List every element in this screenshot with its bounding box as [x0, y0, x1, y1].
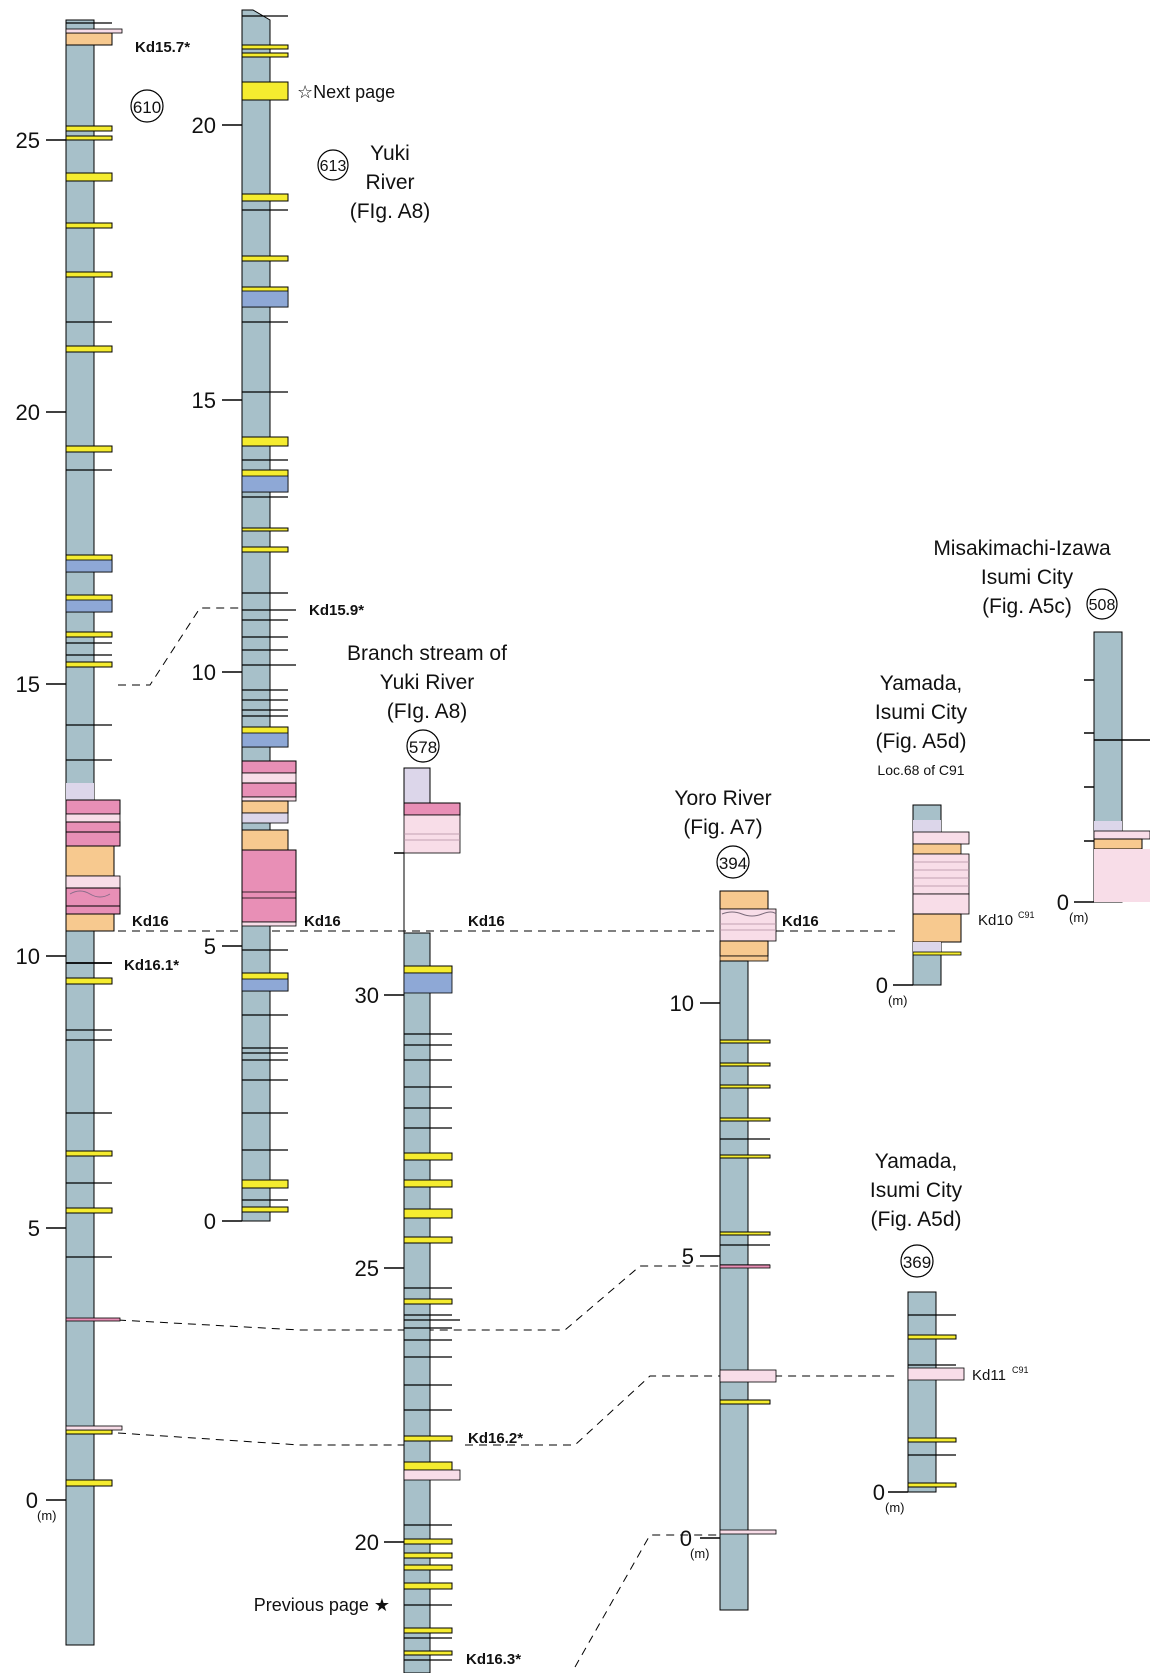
col508-tick-0: 0 [1057, 890, 1069, 915]
col610-number: 610 [133, 98, 161, 117]
col508-unit: (m) [1069, 910, 1089, 925]
column-508: 0 (m) Misakimachi-Izawa Isumi City (Fig.… [933, 537, 1150, 925]
col-loc68-title-2: Isumi City [875, 701, 968, 724]
label-kd10-superscript: C91 [1018, 910, 1035, 920]
col394-title-2: (Fig. A7) [683, 816, 762, 839]
col-loc68-title-3: (Fig. A5d) [875, 730, 966, 753]
label-kd16-3: Kd16.3* [466, 1651, 521, 1668]
col369-title-3: (Fig. A5d) [870, 1208, 961, 1231]
col610-tick-25: 25 [16, 128, 40, 153]
col610-tick-5: 5 [28, 1216, 40, 1241]
col508-title-3: (Fig. A5c) [982, 595, 1072, 618]
label-kd11-superscript: C91 [1012, 1365, 1029, 1375]
col369-number-circle [900, 1244, 934, 1278]
col613-tick-10: 10 [192, 660, 216, 685]
col-loc68-title-1: Yamada, [880, 672, 963, 695]
col578-tick-20: 20 [355, 1530, 379, 1555]
column-394-body [719, 960, 749, 1611]
col394-unit: (m) [690, 1546, 710, 1561]
label-kd10: Kd10 [978, 912, 1013, 929]
col613-tick-5: 5 [204, 934, 216, 959]
label-kd11: Kd11 [972, 1367, 1006, 1384]
col369-unit: (m) [885, 1500, 905, 1515]
col610-tick-20: 20 [16, 400, 40, 425]
label-kd16-col394: Kd16 [782, 913, 819, 930]
col578-title-1: Branch stream of [347, 642, 507, 665]
label-kd16-2: Kd16.2* [468, 1430, 523, 1447]
col613-number: 613 [320, 158, 347, 175]
correlation-lower-2 [117, 1375, 900, 1446]
col610-tick-10: 10 [16, 944, 40, 969]
label-kd16-col610: Kd16 [132, 913, 169, 930]
col369-title-2: Isumi City [870, 1179, 963, 1202]
label-kd15-9: Kd15.9* [309, 602, 364, 619]
col613-title-2: River [365, 171, 414, 194]
col578-previous-page-note: Previous page ★ [254, 1595, 390, 1615]
correlation-kd16-3 [574, 1534, 720, 1668]
col613-title-3: (FIg. A8) [350, 200, 431, 223]
label-kd16-1: Kd16.1* [124, 957, 179, 974]
col-loc68-unit: (m) [888, 993, 908, 1008]
col578-number-circle [406, 729, 440, 763]
label-kd16-col613: Kd16 [304, 913, 341, 930]
col394-tick-0: 0 [680, 1526, 692, 1551]
col578-number: 578 [409, 738, 437, 757]
col578-tick-30: 30 [355, 983, 379, 1008]
correlation-kd15-9 [118, 607, 240, 686]
column-578: 30 25 20 Branch stream of Yuki River (FI… [254, 642, 523, 1673]
col394-tick-10: 10 [670, 991, 694, 1016]
column-613: 20 15 10 5 0 613 Yuki River (FIg. A8) ☆N… [192, 9, 431, 1234]
col508-number-circle [1086, 588, 1118, 620]
col613-next-page-note: ☆Next page [297, 82, 395, 102]
col-loc68-subtitle: Loc.68 of C91 [877, 762, 964, 778]
label-kd15-7: Kd15.7* [135, 39, 190, 56]
col369-number: 369 [903, 1253, 931, 1272]
label-kd16-col578: Kd16 [468, 913, 505, 930]
col610-unit: (m) [37, 1508, 57, 1523]
col394-title-1: Yoro River [674, 787, 771, 810]
col610-tick-15: 15 [16, 672, 40, 697]
col613-tick-20: 20 [192, 113, 216, 138]
col610-tick-0: 0 [26, 1488, 38, 1513]
col-loc68-tick-0: 0 [876, 973, 888, 998]
col508-title-1: Misakimachi-Izawa [933, 537, 1111, 560]
col613-number-circle [317, 149, 349, 181]
column-610: 25 20 15 10 5 0 (m) 610 Kd15.7* Kd16 Kd1… [16, 19, 190, 1646]
column-loc68: 0 (m) Yamada, Isumi City (Fig. A5d) Loc.… [875, 672, 1035, 1008]
col394-tick-5: 5 [682, 1244, 694, 1269]
column-613-body [241, 9, 271, 1222]
col369-tick-0: 0 [873, 1480, 885, 1505]
column-394: 10 5 0 (m) Yoro River (Fig. A7) 394 Kd16 [670, 787, 819, 1611]
col578-tick-25: 25 [355, 1256, 379, 1281]
column-369-body [907, 1291, 937, 1493]
col508-number: 508 [1089, 597, 1116, 614]
col578-title-3: (FIg. A8) [387, 700, 468, 723]
col394-number: 394 [719, 854, 747, 873]
correlation-lines [117, 607, 900, 1668]
column-578-upper [403, 767, 431, 804]
col613-tick-15: 15 [192, 388, 216, 413]
col508-title-2: Isumi City [981, 566, 1074, 589]
col613-title-1: Yuki [370, 142, 410, 165]
col394-number-circle [716, 845, 750, 879]
col613-tick-0: 0 [204, 1209, 216, 1234]
col369-title-1: Yamada, [875, 1150, 958, 1173]
col610-number-circle [130, 89, 164, 123]
col578-title-2: Yuki River [380, 671, 475, 694]
column-369: 0 (m) Yamada, Isumi City (Fig. A5d) 369 … [870, 1150, 1029, 1515]
